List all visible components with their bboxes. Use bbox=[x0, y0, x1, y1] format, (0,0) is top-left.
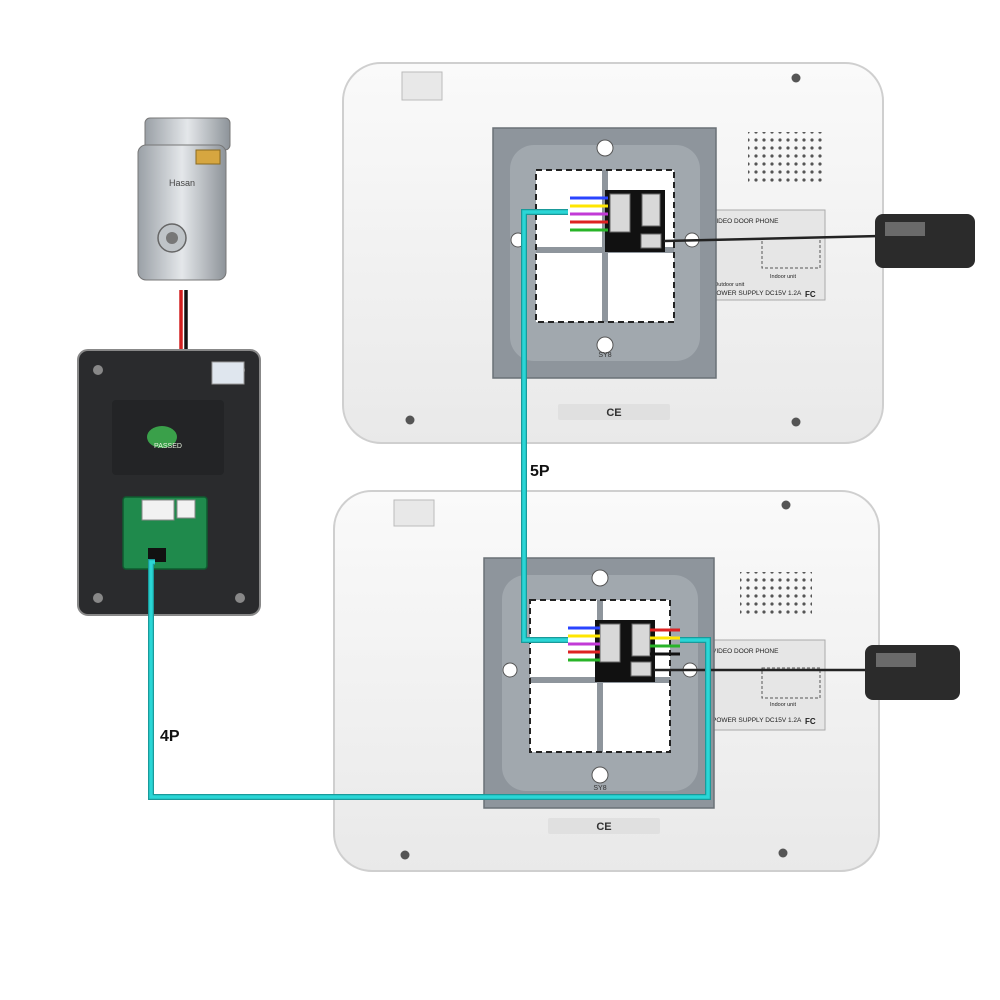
cert-sticker bbox=[548, 818, 660, 834]
cable-5p bbox=[521, 209, 568, 643]
cert-sticker bbox=[558, 404, 670, 420]
label-power: POWER SUPPLY DC15V 1.2A bbox=[712, 717, 802, 724]
cable-5p-label: 5P bbox=[530, 463, 550, 480]
connector-5p bbox=[609, 193, 631, 233]
electric-lock: Hasan bbox=[137, 117, 231, 281]
label-outdoor: Outdoor unit bbox=[714, 282, 745, 288]
speaker-grille bbox=[740, 572, 812, 616]
ce-mark: CE bbox=[606, 407, 621, 419]
connector-4p bbox=[141, 499, 175, 521]
wire-pigtail-5p bbox=[568, 626, 600, 662]
fc-mark: FC bbox=[805, 717, 816, 726]
spec-sticker bbox=[211, 361, 245, 385]
passed-badge-text: PASSED bbox=[154, 443, 182, 450]
label-title: VIDEO DOOR PHONE bbox=[712, 648, 779, 655]
lock-bolt bbox=[195, 149, 221, 165]
info-sticker bbox=[401, 71, 443, 101]
cable-4p-label: 4P bbox=[160, 728, 180, 745]
wire-pigtail-5p bbox=[570, 196, 608, 232]
product-label bbox=[704, 209, 826, 301]
label-indoor: Indoor unit bbox=[770, 702, 796, 708]
wire-pigtail-4p bbox=[650, 628, 680, 656]
label-indoor: Indoor unit bbox=[770, 274, 796, 280]
bracket-mark: SY8 bbox=[598, 352, 611, 359]
ce-mark: CE bbox=[596, 821, 611, 833]
lock-brand-text: Hasan bbox=[169, 178, 195, 188]
camera-plug bbox=[148, 548, 166, 562]
connector-4p bbox=[631, 623, 651, 657]
speaker-grille bbox=[748, 132, 826, 182]
passed-badge bbox=[147, 426, 177, 448]
label-title: VIDEO DOOR PHONE bbox=[712, 218, 779, 225]
lock-connector bbox=[176, 499, 196, 519]
product-label bbox=[704, 639, 826, 731]
label-power: POWER SUPPLY DC15V 1.2A bbox=[712, 290, 802, 297]
outdoor-camera-unit: PASSED bbox=[77, 349, 261, 616]
power-adapter-1 bbox=[663, 214, 975, 268]
bracket-mark: SY8 bbox=[593, 785, 606, 792]
indoor-monitor-2: VIDEO DOOR PHONE POWER SUPPLY DC15V 1.2A… bbox=[333, 490, 880, 872]
cable-4p bbox=[148, 559, 711, 800]
connector-5p-in bbox=[599, 623, 621, 663]
power-adapter-2 bbox=[654, 645, 960, 700]
fc-mark: FC bbox=[805, 290, 816, 299]
indoor-monitor-1: VIDEO DOOR PHONE POWER SUPPLY DC15V 1.2A… bbox=[342, 62, 884, 444]
info-sticker bbox=[393, 499, 435, 527]
